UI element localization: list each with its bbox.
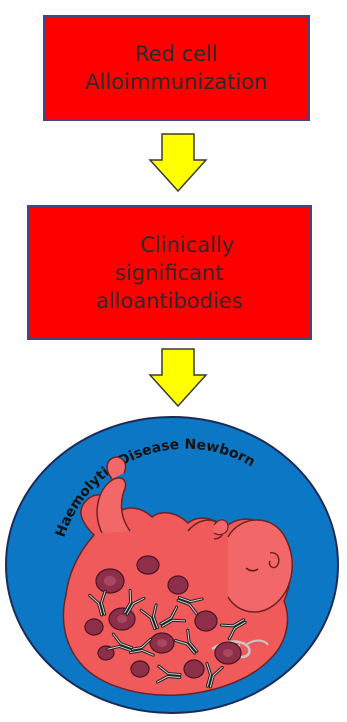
box-line: alloantibodies — [96, 287, 243, 315]
box-line: Red cell — [135, 40, 218, 68]
fetus-hand — [214, 520, 228, 535]
box-line: Clinically — [105, 231, 235, 259]
alloimmunization-box: Red cell Alloimmunization — [43, 15, 310, 121]
down-arrow-icon — [148, 133, 208, 193]
down-arrow-icon — [148, 348, 208, 408]
hdn-fetus-illustration: Haemolytic Disease Newborn — [2, 413, 342, 718]
box-line: significant — [115, 259, 223, 287]
alloantibodies-box: Clinically significant alloantibodies — [27, 205, 312, 340]
box-line: Alloimmunization — [85, 68, 267, 96]
